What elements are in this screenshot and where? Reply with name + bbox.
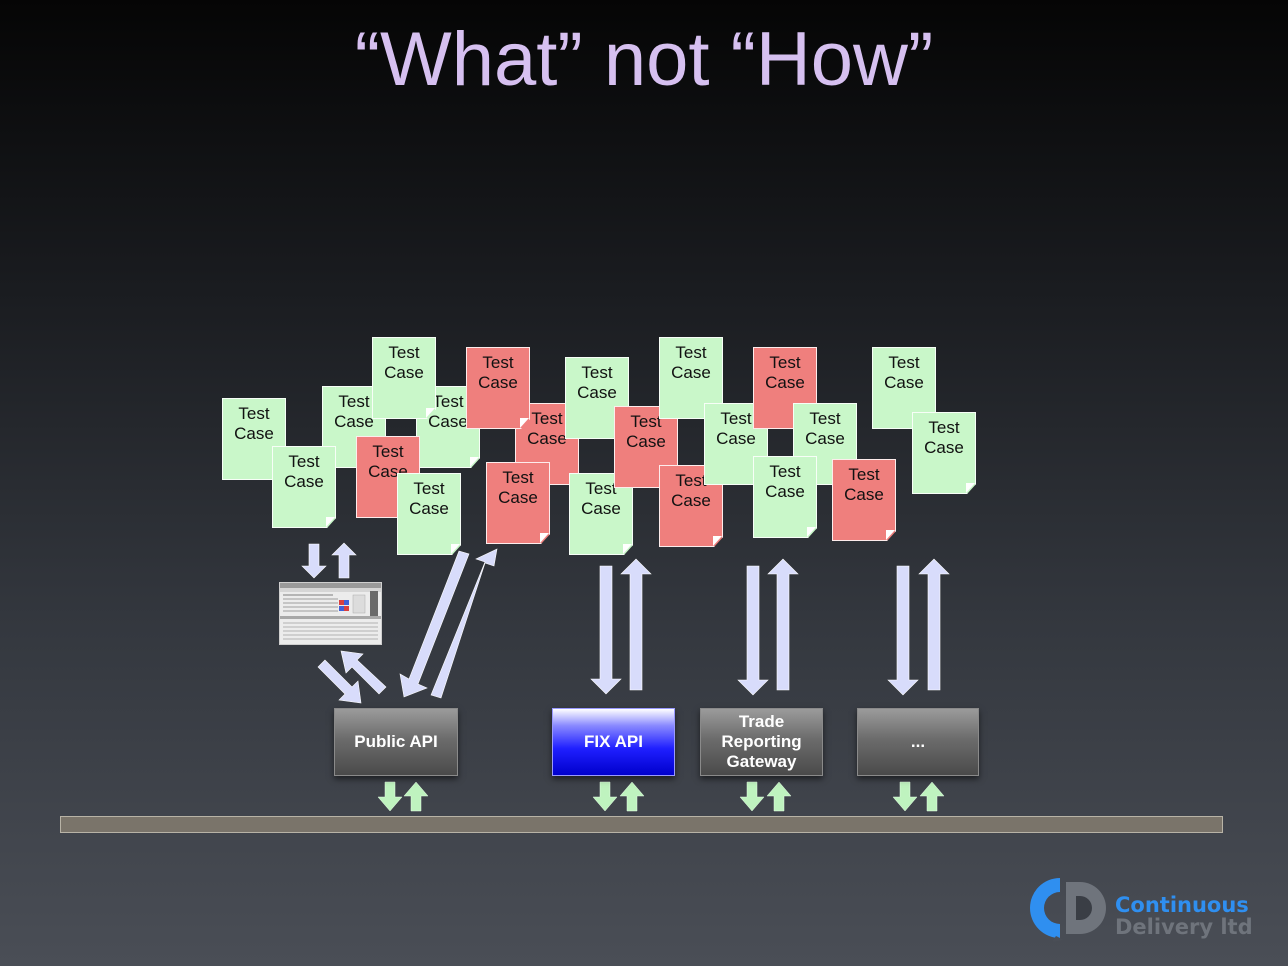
test-case-label: Test [388, 343, 420, 362]
fix-api-box: FIX API [552, 708, 675, 776]
test-case-label: Test [288, 452, 320, 471]
test-case-label: Test [769, 462, 801, 481]
arrow-diagonal-down-icon [317, 659, 362, 704]
arrow-up-icon [919, 781, 945, 812]
test-case-label: Test [581, 363, 613, 382]
test-case-label: Test [928, 418, 960, 437]
public-api-box: Public API [334, 708, 458, 776]
test-case-label: Test [888, 353, 920, 372]
test-case-label: Test [720, 409, 752, 428]
arrow-down-icon [590, 565, 622, 695]
test-case-label: Case [581, 499, 621, 518]
arrow-down-icon [892, 781, 918, 812]
arrow-up-icon [403, 781, 429, 812]
message-bus [60, 816, 1223, 833]
test-case-label: Test [502, 468, 534, 487]
test-case-label: Case [498, 488, 538, 507]
public-api-label: Public API [354, 732, 438, 751]
test-case-label: Case [284, 472, 324, 491]
arrow-down-icon [377, 781, 403, 812]
arrow-up-icon [620, 558, 652, 691]
test-case-label: Test [372, 442, 404, 461]
slide-title: “What” not “How” [354, 17, 934, 102]
test-case-label: Case [577, 383, 617, 402]
screenshot-image [280, 583, 381, 640]
trade-reporting-gateway-label-line: Gateway [726, 752, 797, 771]
test-case-label: Case [234, 424, 274, 443]
more-gateways-box: ... [857, 708, 979, 776]
more-gateways-label: ... [910, 732, 926, 751]
fix-api-label: FIX API [584, 732, 643, 751]
test-case-label: Case [671, 491, 711, 510]
arrow-up-icon [331, 542, 357, 579]
test-case-label: Case [384, 363, 424, 382]
test-case-label: Case [716, 429, 756, 448]
test-case-label: Case [765, 373, 805, 392]
arrow-down-icon [592, 781, 618, 812]
arrow-down-icon [301, 543, 327, 579]
test-case-label: Test [675, 343, 707, 362]
logo-word-continuous: Continuous [1115, 893, 1249, 917]
trade-reporting-gateway-box: Trade Reporting Gateway [700, 708, 823, 776]
test-case-label: Test [675, 471, 707, 490]
test-case-label: Case [527, 429, 567, 448]
test-case-label: Case [626, 432, 666, 451]
test-case-label: Test [413, 479, 445, 498]
test-case-label: Case [478, 373, 518, 392]
arrow-down-icon [887, 565, 919, 696]
logo-word-delivery: Delivery ltd [1115, 915, 1253, 939]
arrow-up-icon [918, 558, 950, 691]
test-case-label: Case [884, 373, 924, 392]
test-case-label: Case [924, 438, 964, 457]
arrow-up-icon [619, 781, 645, 812]
test-case-label: Test [630, 412, 662, 431]
test-case-label: Test [338, 392, 370, 411]
arrow-up-icon [766, 781, 792, 812]
arrow-up-icon [767, 558, 799, 691]
arrow-diagonal-up-icon [340, 650, 387, 695]
test-case-label: Case [334, 412, 374, 431]
arrow-down-icon [737, 565, 769, 696]
application-screenshot-thumbnail [279, 582, 382, 645]
arrow-diagonal-up-icon [430, 548, 498, 699]
arrow-down-icon [739, 781, 765, 812]
test-case-label: Test [531, 409, 563, 428]
continuous-delivery-logo: Continuous Delivery ltd [1022, 874, 1268, 944]
test-case-label: Case [844, 485, 884, 504]
test-case-label: Case [671, 363, 711, 382]
test-case-label: Test [769, 353, 801, 372]
trade-reporting-gateway-label-line: Trade [738, 712, 785, 731]
test-case-label: Test [848, 465, 880, 484]
test-case-label: Test [238, 404, 270, 423]
test-case-label: Test [432, 392, 464, 411]
arrow-diagonal-down-icon [399, 550, 470, 698]
trade-reporting-gateway-label-line: Reporting [721, 732, 802, 751]
test-case-label: Case [428, 412, 468, 431]
test-case-label: Test [809, 409, 841, 428]
test-case-label: Test [482, 353, 514, 372]
test-case-label: Case [409, 499, 449, 518]
test-case-label: Case [765, 482, 805, 501]
test-case-label: Case [805, 429, 845, 448]
cd-logo-icon [1030, 878, 1106, 942]
test-case-label: Test [585, 479, 617, 498]
